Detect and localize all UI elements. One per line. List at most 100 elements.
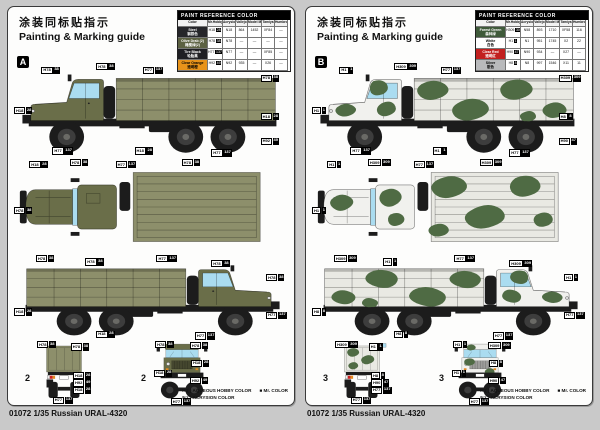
mr-color-code-label: 137: [154, 66, 164, 75]
acrysion-code: N8: [521, 59, 534, 71]
mr-color-code-label: 309: [348, 255, 357, 263]
model_master-code: 1710: [546, 26, 560, 38]
kit-caption: 01072 1/35 Russian URAL-4320: [307, 409, 426, 418]
aqueous-code-label: H78: [14, 207, 26, 215]
truck-cab-roof: [368, 178, 415, 236]
truck-cab-roof: [70, 178, 117, 236]
aqueous-code-label: H92: [72, 379, 85, 387]
front-view-number: 2: [141, 373, 147, 383]
panel-title-block: 涂装同标贴指示 Painting & Marking guide: [317, 14, 443, 43]
mr-color-code-label: 137: [278, 311, 287, 319]
vallejo-code: 934: [534, 48, 546, 60]
aqueous-code-label: H77: [52, 147, 64, 155]
truck-spare-tire: [401, 86, 414, 119]
mr-color-code-label: 28: [202, 359, 210, 367]
title-chinese: 涂装同标贴指示: [317, 17, 408, 29]
aqueous-code-label: H77: [142, 66, 155, 75]
mr-color-code-label: 1: [349, 66, 354, 75]
mr-color-code-label: 137: [206, 332, 216, 340]
mr-color-code-label: 38: [47, 255, 55, 263]
aqueous-code-label: H77: [509, 149, 521, 157]
table-column-header: Mr.Hobby: [208, 20, 223, 27]
truck-spare-tire: [103, 86, 116, 119]
aqueous-code-label: H78: [35, 255, 48, 263]
aqueous-code-label: H18: [154, 369, 166, 377]
color-name-zh: 透明红: [485, 53, 496, 58]
table-column-header: Model Master: [248, 20, 262, 27]
color-name-en: Clear Orange: [181, 60, 204, 65]
mr-color-code-label: 38: [81, 159, 89, 167]
mr-color-code-label: 38: [82, 343, 90, 351]
legend-mr-color: ■ Mr. COLOR: [557, 388, 586, 394]
panel-title-block: 涂装同标贴指示 Painting & Marking guide: [19, 14, 145, 43]
humbrol-code: —: [275, 48, 288, 60]
aqueous-code-label: H78: [260, 74, 272, 82]
blinker: [195, 368, 199, 371]
mr-color-code-label: 137: [425, 160, 435, 169]
mr-color-code-label: 1: [462, 341, 468, 349]
table-column-header: Color: [178, 20, 208, 27]
aqueous-code-label: H77: [115, 160, 127, 169]
truck-cab: [30, 74, 104, 121]
aqueous-code-label: H78: [181, 159, 193, 167]
title-english: Painting & Marking guide: [317, 31, 444, 43]
color-name-zh: 轮胎黑: [187, 53, 198, 58]
aqueous-code-label: H77: [266, 311, 278, 319]
mr-color-code-label: 137: [182, 398, 192, 406]
color-name-en: Silver: [485, 60, 496, 65]
aqueous-code-label: H8: [488, 359, 499, 367]
model_master-code: —: [546, 48, 560, 60]
mr-color-code-label: 38: [53, 66, 60, 75]
table-column-header: Acrysion: [223, 20, 236, 27]
color-name-en: Tire Black: [184, 49, 201, 54]
mr-color-code-label: 47: [499, 376, 507, 385]
aqueous-code-label: H77: [468, 398, 481, 406]
mr-color-code-label: 28: [108, 330, 115, 338]
tamiya-code: —: [262, 37, 275, 49]
panel-a-frame: 涂装同标贴指示 Painting & Marking guide PAINT R…: [7, 6, 295, 406]
title-chinese: 涂装同标贴指示: [19, 17, 110, 29]
aqueous-code-label: H77: [52, 396, 65, 404]
humbrol-code: —: [275, 37, 288, 49]
mr-color-code-label: 8: [568, 112, 573, 121]
truck-wheels: [347, 121, 544, 153]
vallejo-code: 997: [534, 59, 546, 71]
model_master-code: 1546: [546, 59, 560, 71]
aqueous-code-label: H78: [41, 66, 53, 75]
aqueous-code-label: H77: [370, 386, 383, 395]
vallejo-code: 864: [236, 26, 248, 38]
mr-color-code-label: 1: [461, 369, 466, 377]
title-english: Painting & Marking guide: [19, 31, 146, 43]
mr-color-code-label: 137: [64, 147, 73, 155]
color-name-en: White: [485, 38, 496, 43]
aqueous-code-label: H18: [96, 330, 108, 338]
truck-wheels: [49, 121, 246, 153]
